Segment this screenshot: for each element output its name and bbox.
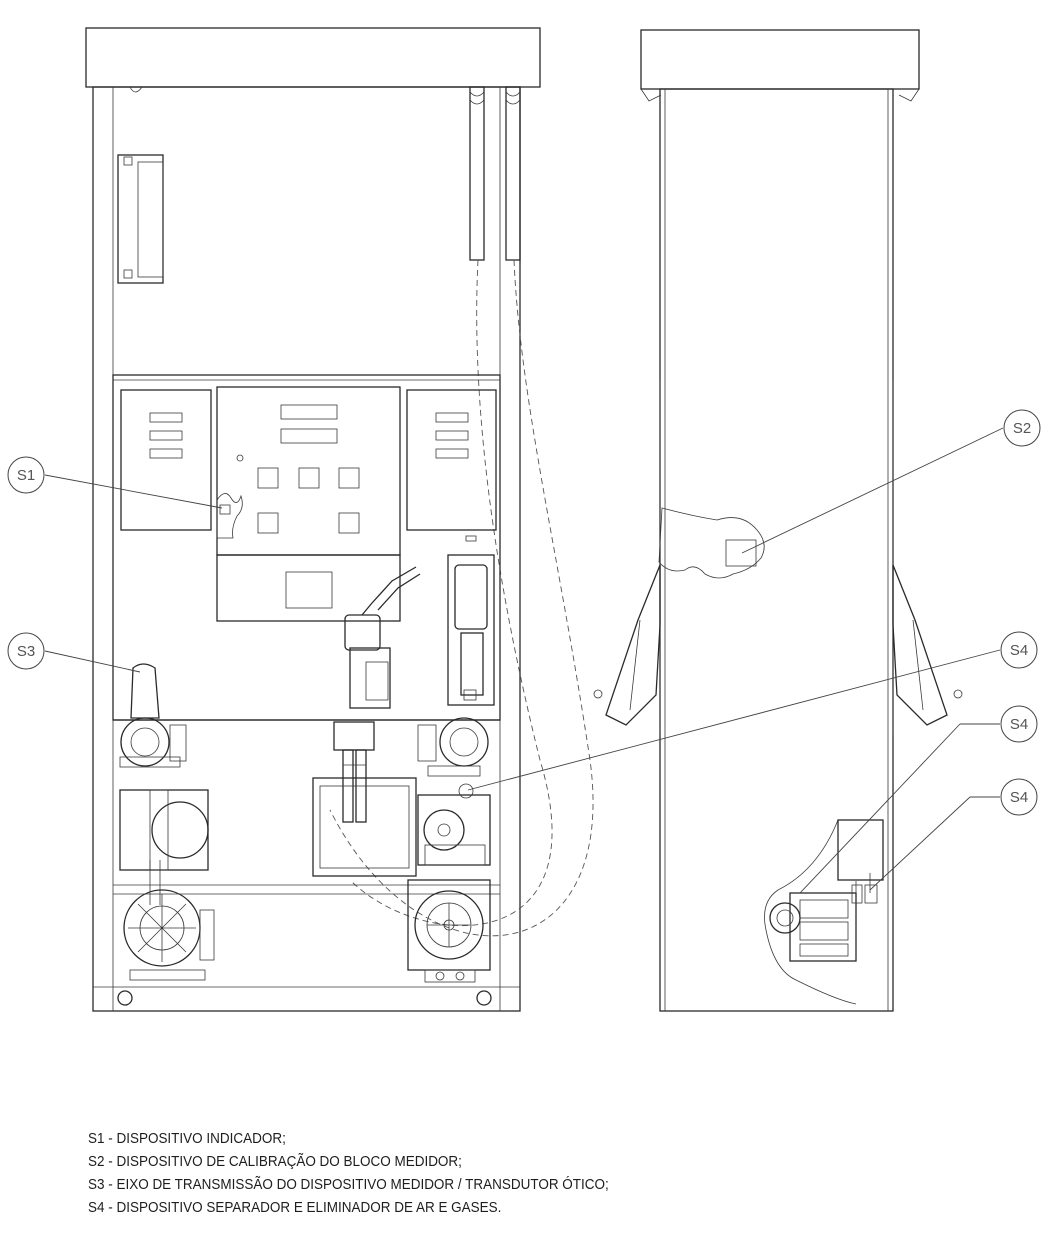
front-view bbox=[85, 27, 594, 1012]
callout-s3-label: S3 bbox=[17, 643, 35, 660]
callout-s1: S1 bbox=[7, 456, 223, 509]
legend-item-s2: S2 - DISPOSITIVO DE CALIBRAÇÃO DO BLOCO … bbox=[88, 1154, 462, 1170]
callout-s4-lower-label: S4 bbox=[1010, 789, 1028, 806]
callout-s2: S2 bbox=[741, 409, 1041, 554]
legend: S1 - DISPOSITIVO INDICADOR; S2 - DISPOSI… bbox=[88, 1128, 925, 1220]
legend-item-s1: S1 - DISPOSITIVO INDICADOR; bbox=[88, 1131, 286, 1147]
callout-s4-middle-label: S4 bbox=[1010, 716, 1028, 733]
side-view bbox=[593, 29, 963, 1012]
callout-s2-label: S2 bbox=[1013, 420, 1031, 437]
callout-s4-middle: S4 bbox=[799, 705, 1038, 894]
callout-s3: S3 bbox=[7, 632, 141, 673]
legend-item-s4: S4 - DISPOSITIVO SEPARADOR E ELIMINADOR … bbox=[88, 1200, 502, 1216]
callout-s4-upper-label: S4 bbox=[1010, 642, 1028, 659]
callout-s4-lower: S4 bbox=[869, 778, 1038, 891]
legend-item-s3: S3 - EIXO DE TRANSMISSÃO DO DISPOSITIVO … bbox=[88, 1177, 609, 1193]
callout-s4-upper: S4 bbox=[467, 631, 1038, 791]
callout-s1-label: S1 bbox=[17, 467, 35, 484]
